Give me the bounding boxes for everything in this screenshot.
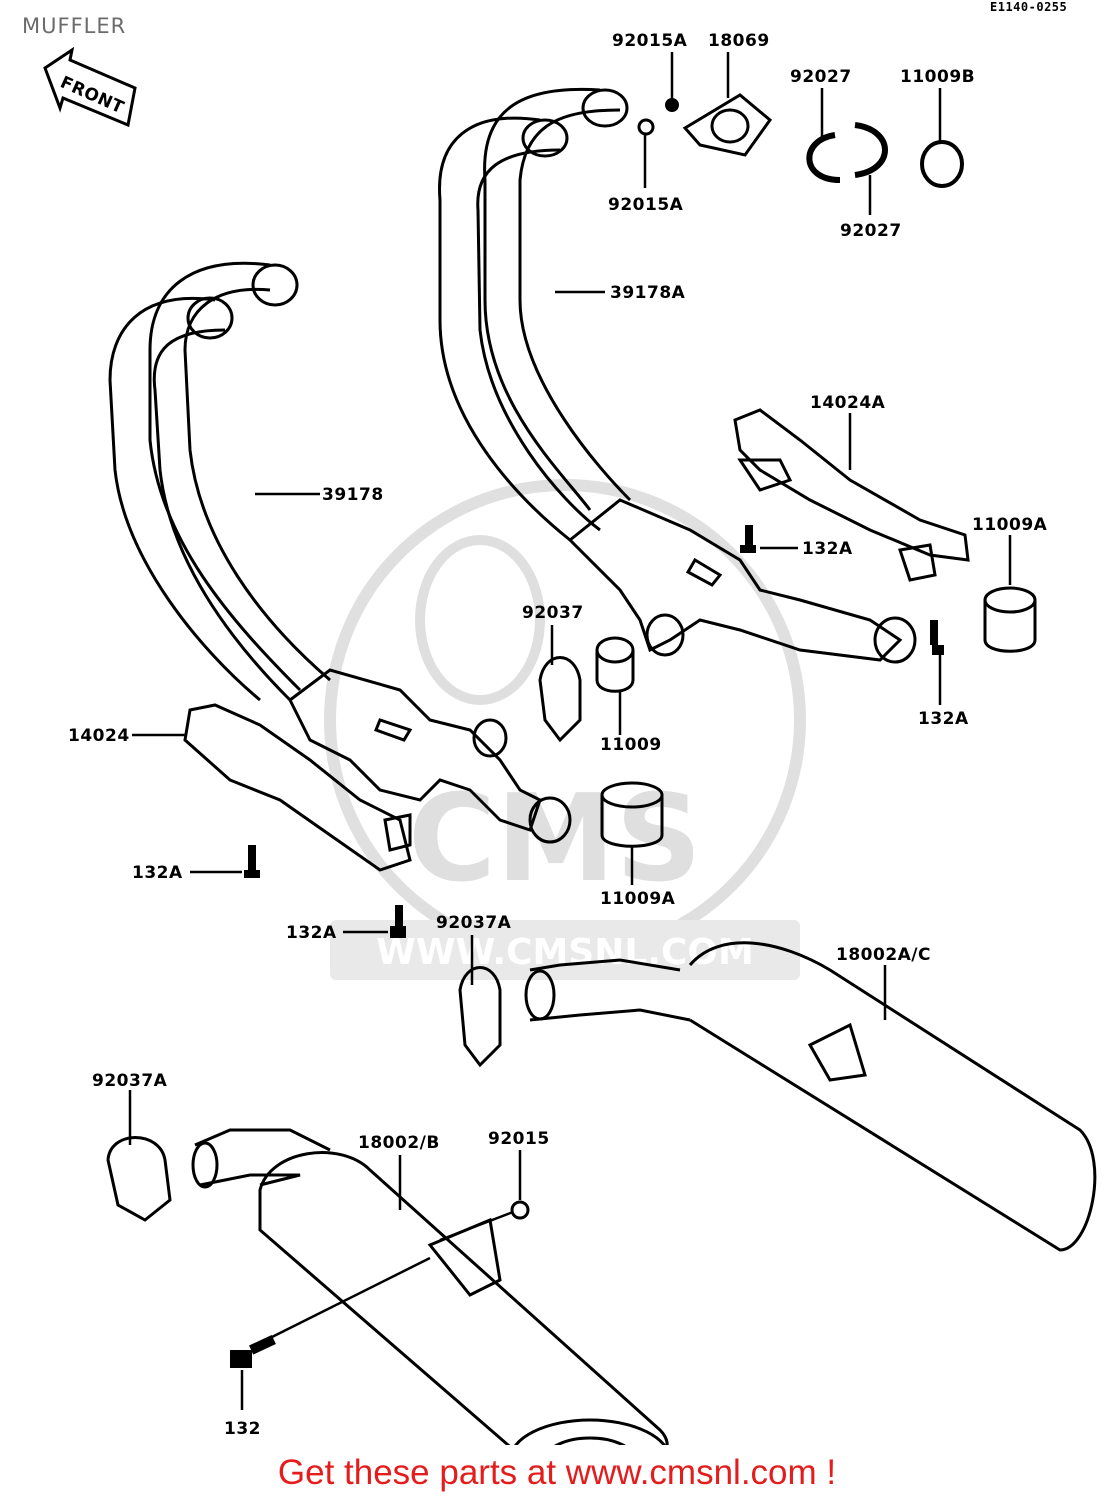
clamp-92037a-middle xyxy=(458,966,502,1068)
callout-132a-left-upper: 132A xyxy=(132,863,183,883)
bolt-132 xyxy=(230,1334,276,1368)
callout-132a-right-lower: 132A xyxy=(918,709,969,729)
callout-18002b: 18002/B xyxy=(358,1133,440,1153)
nut-92015 xyxy=(510,1200,530,1220)
callout-39178a: 39178A xyxy=(610,283,686,303)
gasket-sleeve-right xyxy=(983,586,1037,653)
gasket-11009 xyxy=(595,636,635,693)
callout-132: 132 xyxy=(224,1419,261,1439)
callout-11009a-middle: 11009A xyxy=(600,889,676,909)
front-arrow-icon: FRONT xyxy=(43,46,137,128)
watermark-brand: CMS xyxy=(408,770,702,909)
call-to-action-text: Get these parts at www.cmsnl.com ! xyxy=(277,1453,837,1492)
callout-labels: 92015A 18069 92027 11009B 92015A 92027 3… xyxy=(68,31,1048,1439)
nut-92015a-top xyxy=(665,98,679,112)
callout-132a-left-lower: 132A xyxy=(286,923,337,943)
callout-11009: 11009 xyxy=(600,735,662,755)
cms-watermark-logo: CMS WWW.CMSNL.COM xyxy=(324,479,806,980)
callout-132a-right-upper: 132A xyxy=(802,539,853,559)
callout-39178: 39178 xyxy=(322,485,384,505)
call-to-action-link[interactable]: Get these parts at www.cmsnl.com ! xyxy=(0,1453,1114,1493)
exhaust-header-left xyxy=(108,261,572,844)
muffler-left xyxy=(191,1128,669,1445)
exploded-parts-diagram: CMS WWW.CMSNL.COM FRONT xyxy=(43,31,1097,1445)
watermark-url: WWW.CMSNL.COM xyxy=(376,932,754,973)
callout-18002ac: 18002A/C xyxy=(836,945,931,965)
callout-14024a: 14024A xyxy=(810,393,886,413)
callout-92027-bottom: 92027 xyxy=(840,221,902,241)
callout-92015a-bottom: 92015A xyxy=(608,195,684,215)
bolts-132a xyxy=(244,525,944,938)
gasket-flange xyxy=(682,93,773,157)
collet-halves xyxy=(806,122,888,183)
nut-92015a-bottom xyxy=(637,118,655,136)
callout-14024: 14024 xyxy=(68,726,130,746)
callout-92027-top: 92027 xyxy=(790,67,852,87)
muffler-right xyxy=(524,941,1097,1252)
callout-92037a-left: 92037A xyxy=(92,1071,168,1091)
callout-92015a-top: 92015A xyxy=(612,31,688,51)
callout-92037a-middle: 92037A xyxy=(436,913,512,933)
callout-92015: 92015 xyxy=(488,1129,550,1149)
clamp-middle xyxy=(538,656,582,743)
page-title: MUFFLER xyxy=(22,14,127,38)
callout-18069: 18069 xyxy=(708,31,770,51)
leader-lines xyxy=(128,52,1012,1410)
callout-92037: 92037 xyxy=(522,603,584,623)
heat-guard-left xyxy=(183,703,412,872)
gasket-ring xyxy=(920,140,964,188)
heat-guard-right xyxy=(733,408,970,582)
exhaust-header-right xyxy=(438,87,917,664)
callout-11009a-right: 11009A xyxy=(972,515,1048,535)
callout-11009b: 11009B xyxy=(900,67,975,87)
diagram-code: E1140-0255 xyxy=(990,0,1068,14)
clamp-left xyxy=(106,1136,172,1222)
